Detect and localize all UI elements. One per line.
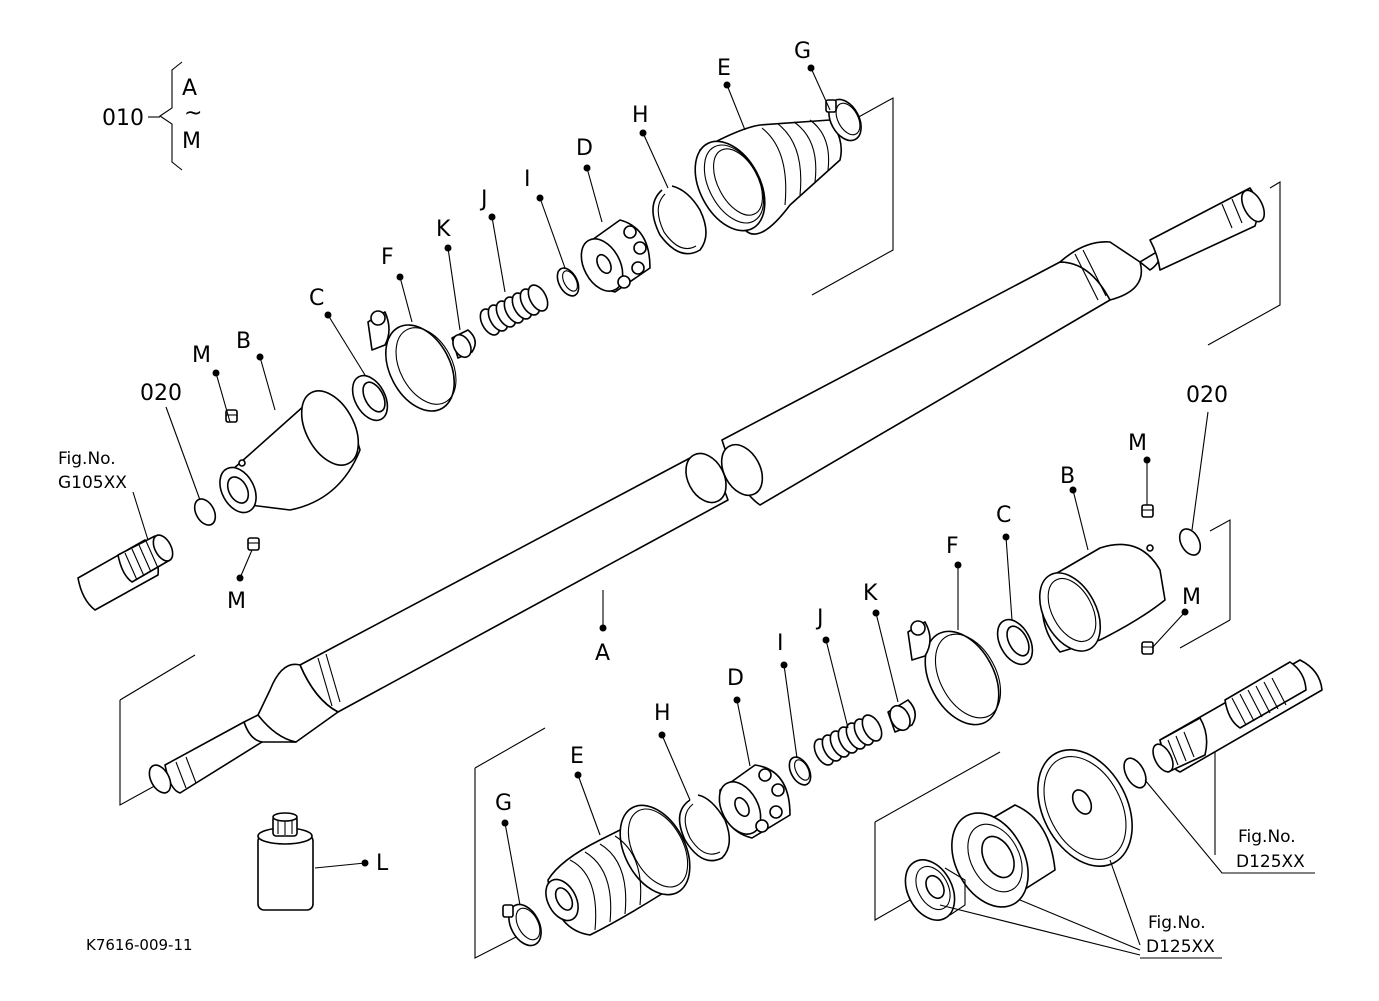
label-F-right: F: [946, 534, 959, 559]
label-020-right: 020: [1186, 383, 1228, 408]
boot-clamp-G-left: [825, 98, 862, 142]
label-020-left: 020: [140, 381, 182, 406]
boot-E-left: [694, 119, 843, 235]
label-G-right: G: [495, 791, 512, 816]
drive-shaft-A: [148, 187, 1266, 794]
o-ring-right: [1178, 528, 1202, 556]
grease-nipple-M-right-top: [1141, 504, 1154, 518]
circlip-H-right: [678, 794, 731, 862]
circlip-H-left: [652, 185, 707, 255]
label-M-left-bottom: M: [227, 589, 246, 614]
fig-code-left: G105XX: [58, 473, 127, 493]
cap-K-right: [887, 699, 916, 733]
assembly-bracket: [148, 61, 183, 171]
joint-housing-B-left: [219, 390, 361, 514]
label-H-top: H: [632, 103, 649, 128]
label-M-top: M: [192, 343, 211, 368]
label-I-right: I: [777, 631, 784, 656]
ball-cage-D-right: [718, 764, 791, 839]
grease-bottle-L: [257, 812, 314, 911]
bushing-C-left: [351, 374, 389, 422]
snap-ring-I-left: [556, 267, 580, 297]
shaft-snap-ring-right: [1123, 757, 1147, 789]
boot-clamp-F-left: [367, 310, 457, 412]
snap-ring-I-right: [788, 756, 812, 786]
label-D-right: D: [727, 666, 744, 691]
fig-code-right: D125XX: [1236, 852, 1305, 872]
leader-lines: [132, 64, 1230, 959]
label-B-top: B: [236, 329, 251, 354]
label-D-top: D: [576, 136, 593, 161]
label-B-right: B: [1060, 464, 1075, 489]
label-K-right: K: [863, 581, 878, 606]
fig-label-bottom: Fig.No.: [1148, 913, 1206, 933]
label-K-top: K: [436, 217, 451, 242]
joint-housing-B-right: [1038, 543, 1166, 653]
label-M-right-top: M: [1128, 431, 1147, 456]
gear-large: [1037, 749, 1133, 867]
assembly-range-start: A: [182, 76, 197, 101]
label-C-top: C: [309, 286, 324, 311]
cap-K-left: [451, 329, 476, 359]
drawing-code: K7616-009-11: [86, 936, 193, 954]
left-input-shaft: [77, 534, 174, 611]
label-G-top: G: [794, 39, 811, 64]
spring-J-right: [813, 714, 883, 766]
label-F-top: F: [381, 245, 394, 270]
right-output-shaft: [1152, 659, 1323, 773]
gear-small: [951, 804, 1056, 908]
label-J-right: J: [815, 606, 824, 631]
assembly-number: 010: [102, 106, 144, 131]
grease-nipple-M-right-bottom: [1141, 641, 1154, 655]
label-J-top: J: [479, 187, 488, 212]
spring-J-left: [479, 284, 549, 336]
labels: 010 A ~ M G E H D I J K F C B M 020 M Fi…: [58, 39, 1315, 957]
label-L: L: [376, 851, 389, 876]
label-H-right: H: [654, 701, 671, 726]
boot-clamp-G-right: [502, 903, 542, 947]
fig-label-right: Fig.No.: [1238, 827, 1296, 847]
boot-E-right: [545, 804, 691, 936]
boot-clamp-F-right: [907, 620, 1002, 726]
label-E-right: E: [570, 744, 584, 769]
o-ring-left: [193, 498, 217, 526]
label-I-top: I: [524, 167, 531, 192]
assembly-range-end: M: [182, 129, 201, 154]
label-E-top: E: [717, 56, 731, 81]
label-C-right: C: [996, 503, 1011, 528]
bushing-C-right: [996, 618, 1034, 666]
fig-code-bottom: D125XX: [1146, 937, 1215, 957]
frame-lines: [119, 97, 1281, 959]
label-A: A: [595, 641, 610, 666]
grease-nipple-M-left-bottom: [247, 537, 260, 551]
fig-label-left: Fig.No.: [58, 449, 116, 469]
ball-cage-D-left: [580, 219, 651, 293]
assembly-range-sep: ~: [184, 101, 202, 126]
label-M-right-bottom: M: [1182, 585, 1201, 610]
